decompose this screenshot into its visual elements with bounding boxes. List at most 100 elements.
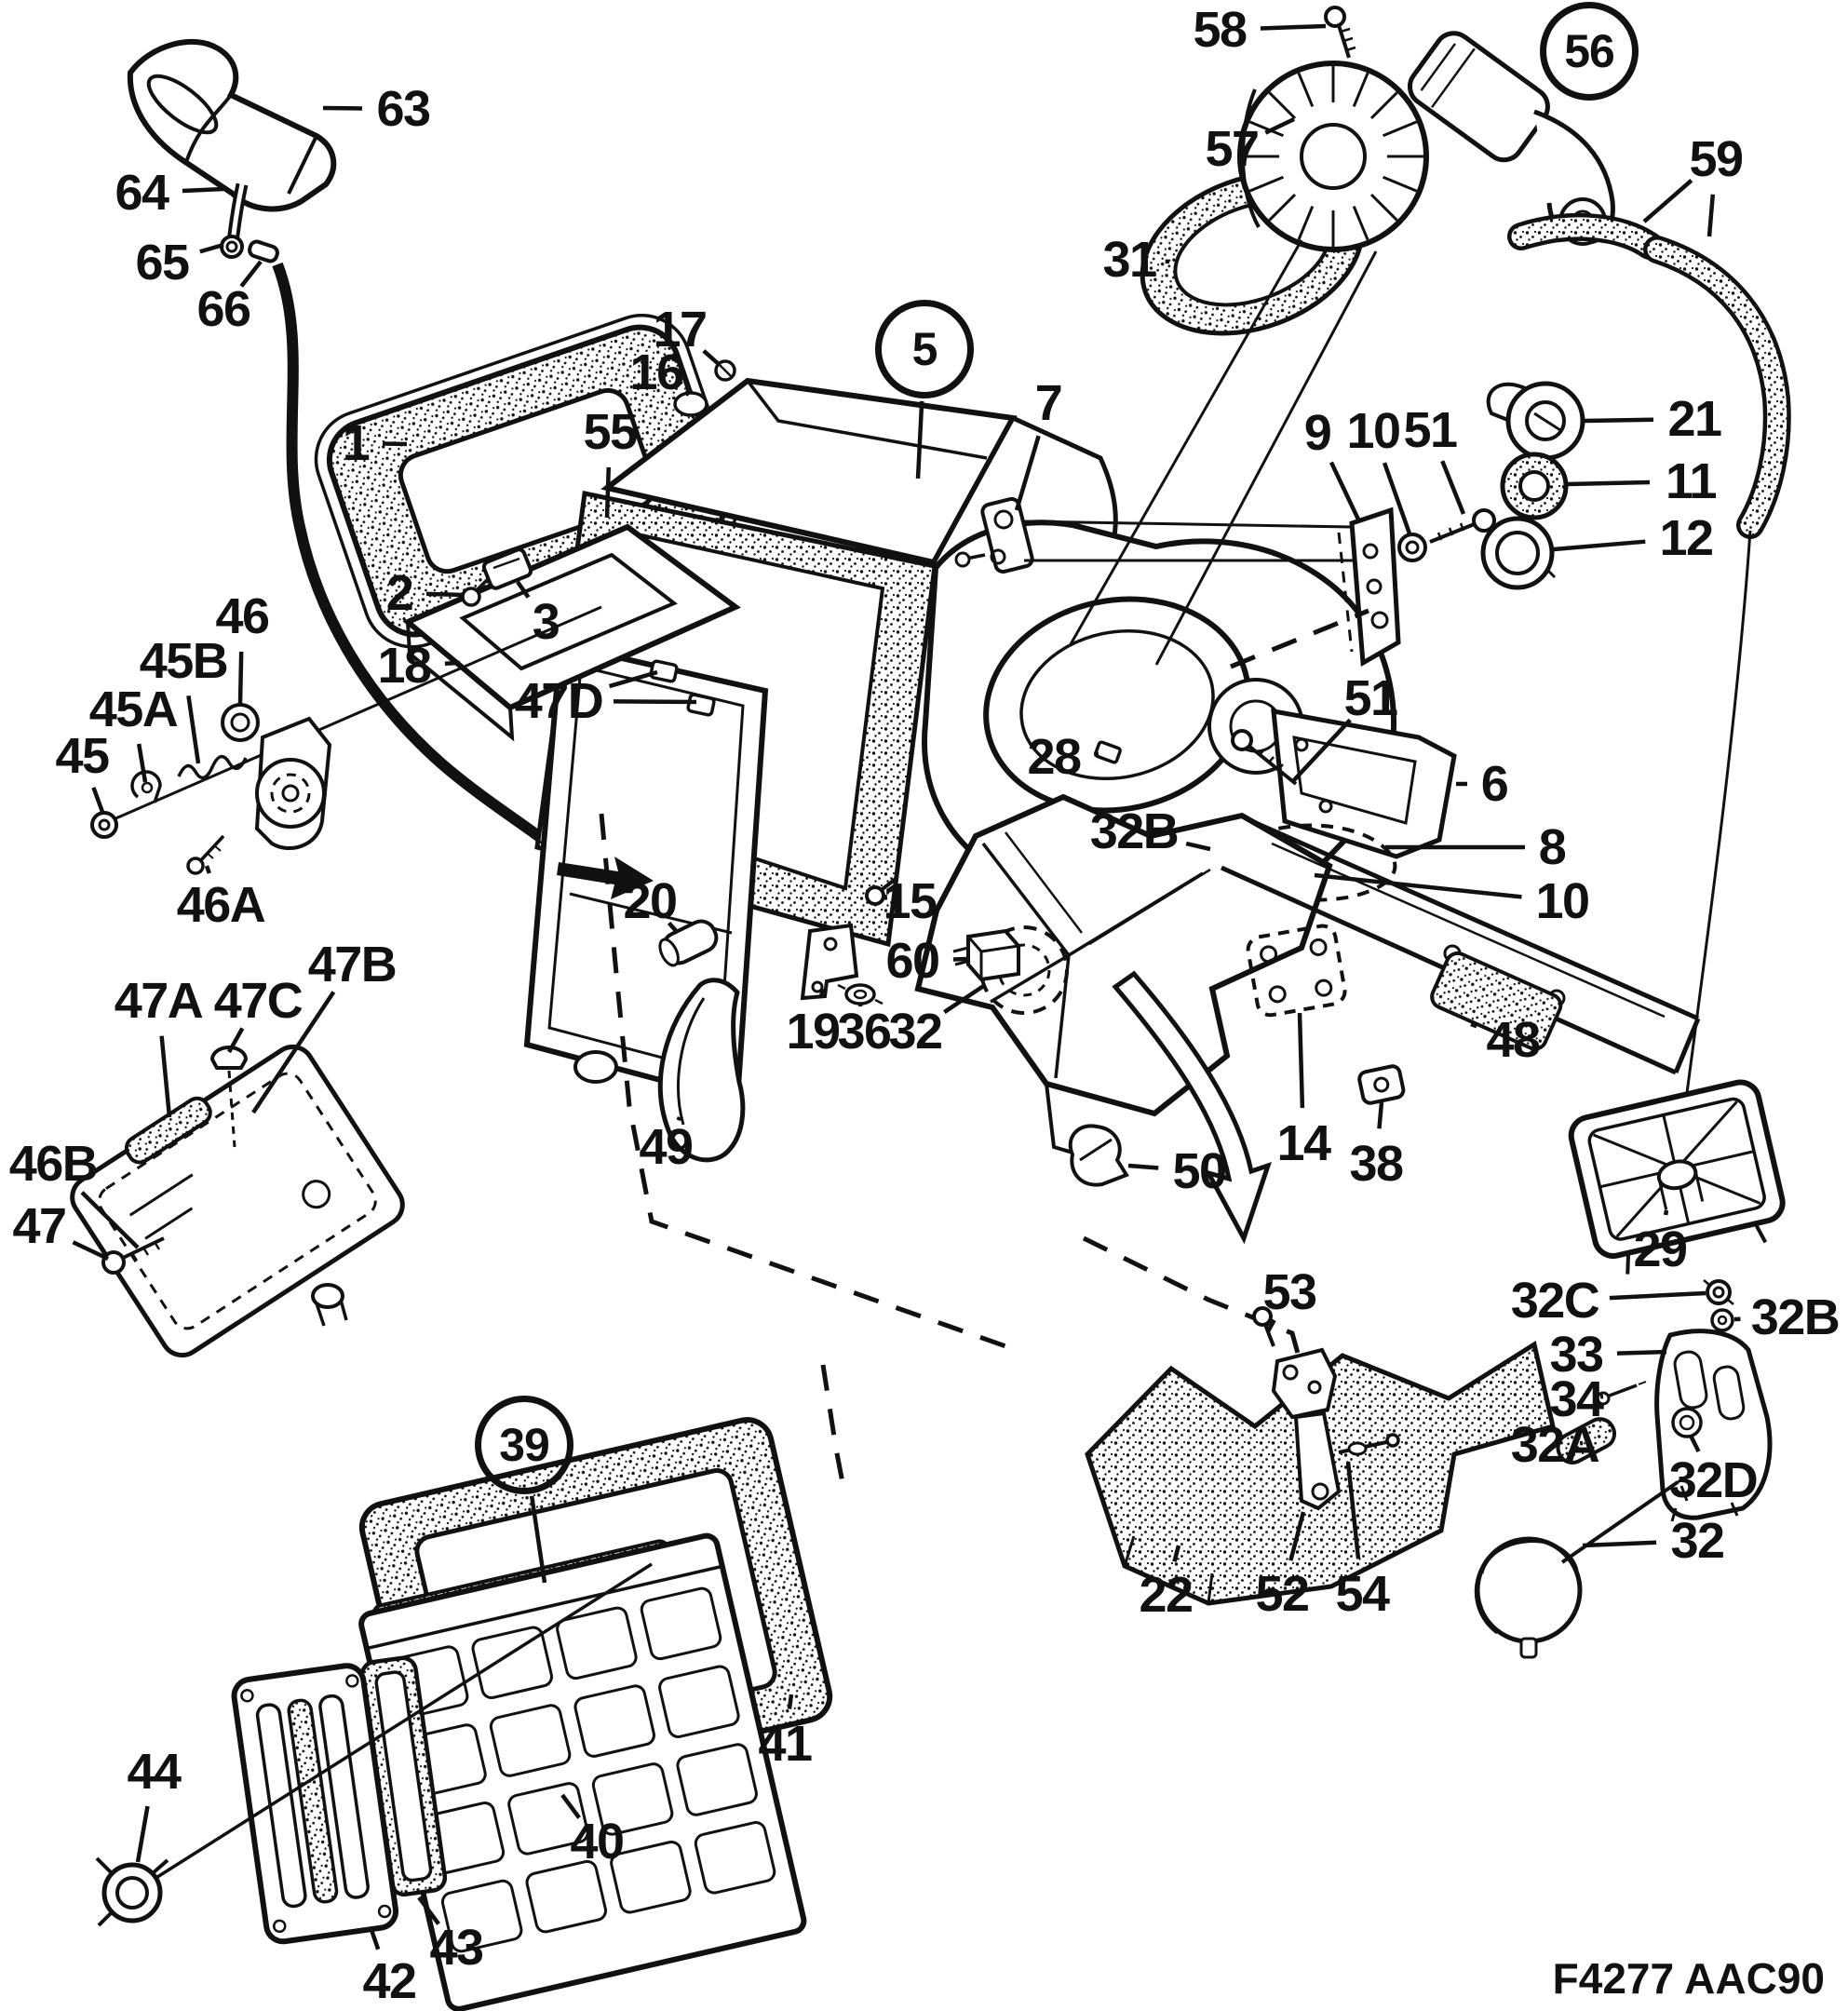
connector-60 [952, 928, 1020, 982]
leader-line-66 [239, 260, 263, 288]
leader-line-16 [683, 390, 691, 397]
callout-46: 46 [215, 588, 270, 644]
leader-line-10-top [1382, 462, 1413, 537]
callout-45A: 45A [88, 682, 179, 737]
leader-line-5 [915, 400, 924, 479]
pipe-stub [311, 1283, 348, 1327]
callout-32B-br: 32B [1750, 1289, 1841, 1345]
door-clip-47d-a [649, 659, 679, 683]
pin-34 [1596, 1381, 1647, 1406]
leader-line-47C [227, 1027, 245, 1054]
leader-line-32D [1688, 1434, 1701, 1453]
mounting-plate-6 [1271, 708, 1457, 859]
callout-51-top: 51 [1403, 402, 1458, 458]
callout-50: 50 [1172, 1143, 1227, 1199]
callout-51-right: 51 [1343, 670, 1398, 726]
callout-57: 57 [1205, 121, 1260, 177]
section-boundary [599, 608, 1369, 1498]
callout-47A: 47A [114, 973, 204, 1029]
washer-11 [1500, 452, 1569, 520]
screw-hole-16 [673, 391, 708, 417]
callout-55: 55 [583, 404, 638, 460]
callout-49: 49 [639, 1119, 694, 1175]
cable-rod [113, 605, 602, 821]
leader-line-42 [368, 1926, 381, 1950]
vacuum-actuator-32 [1474, 1471, 1693, 1659]
vent-plate-42 [231, 1663, 399, 1945]
clip-36 [837, 983, 884, 1006]
callout-42: 42 [362, 1953, 417, 2009]
leader-line-43 [417, 1896, 440, 1925]
callout-44: 44 [127, 1744, 182, 1800]
leader-line-47D-1 [613, 699, 697, 705]
callout-32-mid: 32 [888, 1004, 943, 1059]
spacer-10 [1397, 533, 1427, 562]
callout-63: 63 [376, 81, 431, 137]
leader-line-32C [1609, 1290, 1706, 1301]
gasket-8 [1227, 823, 1397, 902]
leader-line-7 [1014, 435, 1041, 511]
leader-line-3 [516, 580, 531, 599]
callout-59: 59 [1689, 131, 1744, 187]
callout-31: 31 [1102, 232, 1157, 288]
leader-line-11 [1567, 479, 1651, 487]
cable-eyelet-45 [90, 811, 118, 839]
leader-line-32-mid [943, 983, 987, 1015]
callout-14: 14 [1276, 1115, 1331, 1171]
leader-line-48 [1470, 1021, 1477, 1029]
callout-66: 66 [196, 281, 251, 337]
screw-58 [1324, 6, 1356, 59]
leader-line-58 [1260, 23, 1327, 31]
callout-46A: 46A [176, 877, 266, 933]
leader-line-53 [1266, 1318, 1276, 1333]
leader-line-45A [136, 743, 148, 783]
callout-1: 1 [342, 415, 371, 471]
callout-11: 11 [1665, 453, 1718, 509]
leader-line-44 [135, 1805, 150, 1863]
callout-47D: 47D [514, 673, 604, 729]
leader-line-52 [1288, 1511, 1306, 1561]
clip-38 [1357, 1064, 1406, 1105]
leader-line-46B [80, 1191, 140, 1249]
clip-28-target [1094, 740, 1122, 764]
leader-line-59-1 [1706, 194, 1716, 237]
leader-line-19 [818, 988, 826, 999]
callout-33: 33 [1549, 1327, 1604, 1383]
callout-65: 65 [135, 235, 190, 290]
leader-line-46A [204, 865, 211, 874]
washer-32b [1710, 1308, 1734, 1332]
leader-line-14 [1297, 1012, 1305, 1109]
callout-22: 22 [1139, 1567, 1194, 1623]
foam-pad-48 [1430, 951, 1563, 1051]
callout-21: 21 [1667, 391, 1722, 447]
callout-16: 16 [629, 344, 684, 400]
callout-34: 34 [1549, 1371, 1604, 1427]
callout-32C: 32C [1510, 1273, 1600, 1329]
side-mounting-rail [1220, 817, 1701, 1075]
control-cable [272, 262, 602, 891]
leader-line-20 [667, 921, 680, 935]
leader-line-41 [787, 1694, 794, 1709]
callout-54: 54 [1335, 1566, 1390, 1622]
cap-47c [209, 1046, 249, 1148]
callout-39: 39 [475, 1396, 573, 1494]
grommet-46 [221, 703, 260, 742]
leader-line-33 [1616, 1349, 1667, 1356]
filter-gasket-43 [359, 1655, 448, 1897]
callout-32A: 32A [1510, 1417, 1600, 1473]
figure-code: F4277 AAC90 [1552, 1954, 1825, 2003]
leader-line-50 [1127, 1163, 1159, 1170]
leader-line-32B-mid [1185, 841, 1211, 852]
callout-6: 6 [1480, 756, 1509, 812]
leader-line-49 [676, 1116, 682, 1122]
callout-45B: 45B [139, 633, 229, 689]
leader-line-15 [884, 894, 888, 899]
callout-53: 53 [1262, 1264, 1317, 1320]
leader-line-38 [1377, 1101, 1384, 1129]
callout-52: 52 [1255, 1566, 1310, 1622]
bracket-33 [1654, 1329, 1773, 1522]
leader-line-65 [199, 242, 224, 254]
